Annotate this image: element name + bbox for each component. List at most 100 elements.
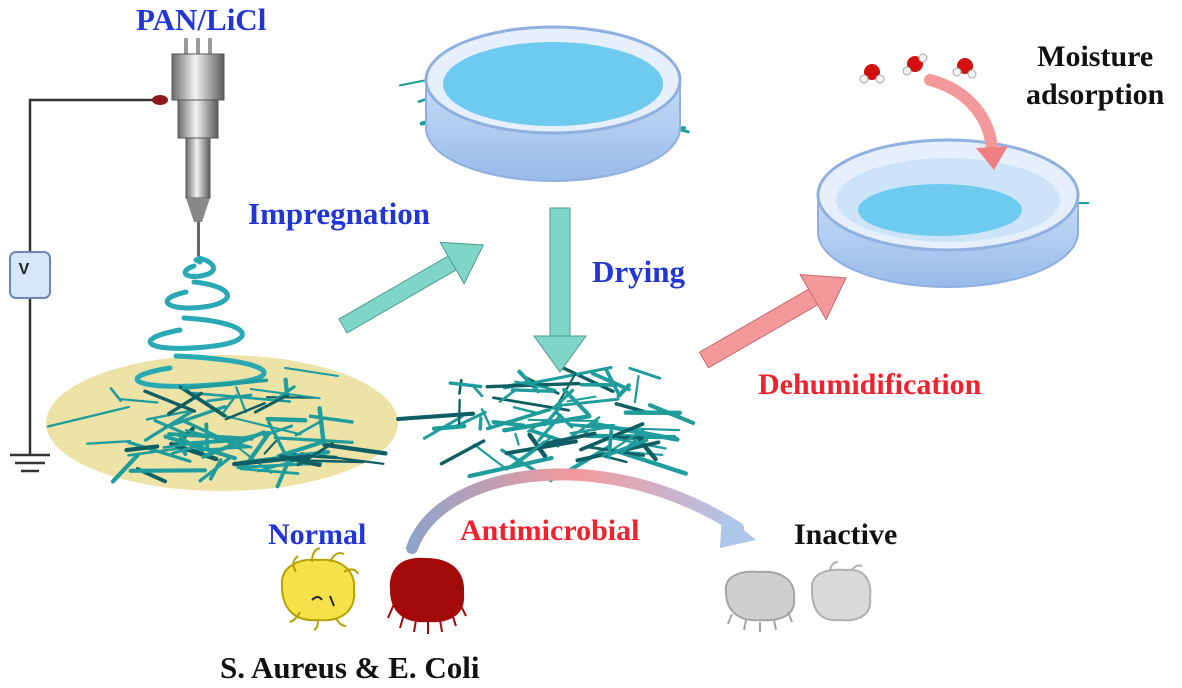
drying-label: Drying	[592, 254, 685, 289]
bacteria-icon	[810, 561, 872, 622]
fiber-strand	[478, 416, 483, 431]
electrospinning-needle-icon	[171, 38, 225, 260]
fiber-strand	[267, 420, 287, 456]
fiber-strand	[110, 452, 141, 484]
inactive-label: Inactive	[794, 518, 898, 551]
fiber-strand	[283, 377, 289, 393]
fiber-strand	[204, 422, 210, 451]
bacteria-label: S. Aureus & E. Coli	[220, 650, 480, 685]
bacteria-icon	[280, 547, 359, 631]
fiber-strand	[283, 366, 340, 378]
moisture-arrow-head	[976, 146, 1008, 170]
fiber-strand	[308, 414, 354, 424]
fiber-strand	[530, 365, 613, 385]
moisture-arrow	[924, 74, 998, 156]
drying-arrow	[533, 207, 587, 373]
fiber-strand	[454, 410, 487, 429]
fiber-strand	[616, 383, 631, 399]
voltage-source-icon	[9, 251, 51, 299]
fiber-strand	[542, 431, 597, 446]
water-molecule-icon	[952, 58, 977, 79]
fiber-strand	[580, 423, 615, 428]
fiber-strand	[528, 436, 553, 454]
antimicrobial-arrow	[406, 468, 744, 554]
fiber-strand	[608, 438, 649, 456]
fiber-strand	[249, 388, 321, 400]
fiber-strand	[514, 432, 520, 446]
fiber-strand	[206, 393, 253, 403]
fiber-strand	[491, 420, 526, 428]
fiber-strand	[86, 439, 132, 445]
moisture-label-line2: adsorption	[1026, 77, 1165, 111]
fiber-strand	[222, 414, 302, 436]
fiber-strand	[498, 388, 517, 403]
fiber-strand	[266, 396, 316, 399]
fiber-strand	[607, 429, 614, 460]
fiber-strand	[273, 436, 354, 444]
fiber-strand	[262, 424, 294, 438]
antimicrobial-label: Antimicrobial	[460, 514, 640, 547]
water-molecule-icon	[859, 64, 885, 84]
fiber-strand	[181, 378, 269, 391]
fiber-strand	[514, 380, 557, 391]
fiber-strand	[614, 401, 646, 414]
fiber-strand	[278, 454, 322, 468]
dehumidification-label: Dehumidification	[758, 368, 982, 401]
antimicrobial-arrow-head	[720, 512, 756, 548]
fiber-mat-collector	[46, 366, 388, 489]
bacteria-icon	[387, 557, 467, 634]
fiber-strand	[512, 406, 541, 415]
fiber-strand	[265, 416, 308, 423]
fiber-strand	[222, 394, 238, 413]
fiber-strand	[457, 398, 461, 425]
fiber-strand	[124, 444, 160, 453]
voltage-label: V	[18, 261, 30, 278]
bacteria-icon	[724, 570, 796, 632]
fiber-strand	[46, 405, 131, 428]
fiber-strand	[562, 397, 620, 407]
fiber-strand	[600, 454, 628, 464]
fiber-strand	[208, 458, 223, 481]
fiber-strand	[458, 378, 463, 395]
fiber-strand	[396, 411, 476, 422]
circuit-wire	[28, 98, 160, 455]
fiber-strand	[163, 434, 237, 461]
fiber-strand	[502, 414, 592, 433]
petri-dish-icon	[816, 138, 1080, 288]
fiber-strand	[263, 440, 277, 455]
fiber-strand	[517, 369, 541, 394]
fiber-strand	[235, 386, 248, 414]
normal-label: Normal	[268, 518, 367, 551]
fiber-strand	[224, 402, 266, 421]
fiber-strand	[120, 398, 159, 404]
fiber-strand	[422, 414, 464, 440]
fiber-strand	[628, 366, 662, 380]
moisture-adsorption-label: Moisture adsorption	[1026, 38, 1164, 113]
impregnation-arrow	[338, 241, 485, 334]
fiber-strand	[162, 441, 201, 449]
impregnation-label: Impregnation	[248, 196, 431, 231]
fiber-strand	[128, 468, 207, 473]
fiber-strand	[184, 429, 253, 449]
fiber-strand	[448, 381, 483, 389]
fiber-strand	[439, 439, 486, 466]
fiber-strand	[504, 439, 578, 456]
fiber-strand	[275, 459, 291, 489]
fiber-strand	[480, 408, 492, 428]
electrode-clip	[152, 95, 168, 105]
fiber-strand	[510, 388, 555, 393]
fiber-strand	[244, 430, 272, 468]
fiber-strand	[473, 443, 509, 471]
fiber-strand	[294, 419, 324, 437]
moisture-label-line1: Moisture	[1037, 40, 1154, 73]
fiber-strand	[492, 396, 570, 412]
fiber-strand	[109, 387, 122, 403]
fiber-strand	[143, 389, 197, 413]
fiber-strand	[562, 387, 590, 416]
fiber-strand	[178, 385, 227, 418]
collector-plate	[46, 355, 398, 491]
fiber-strand	[467, 455, 554, 479]
fiber-strand	[239, 467, 300, 475]
